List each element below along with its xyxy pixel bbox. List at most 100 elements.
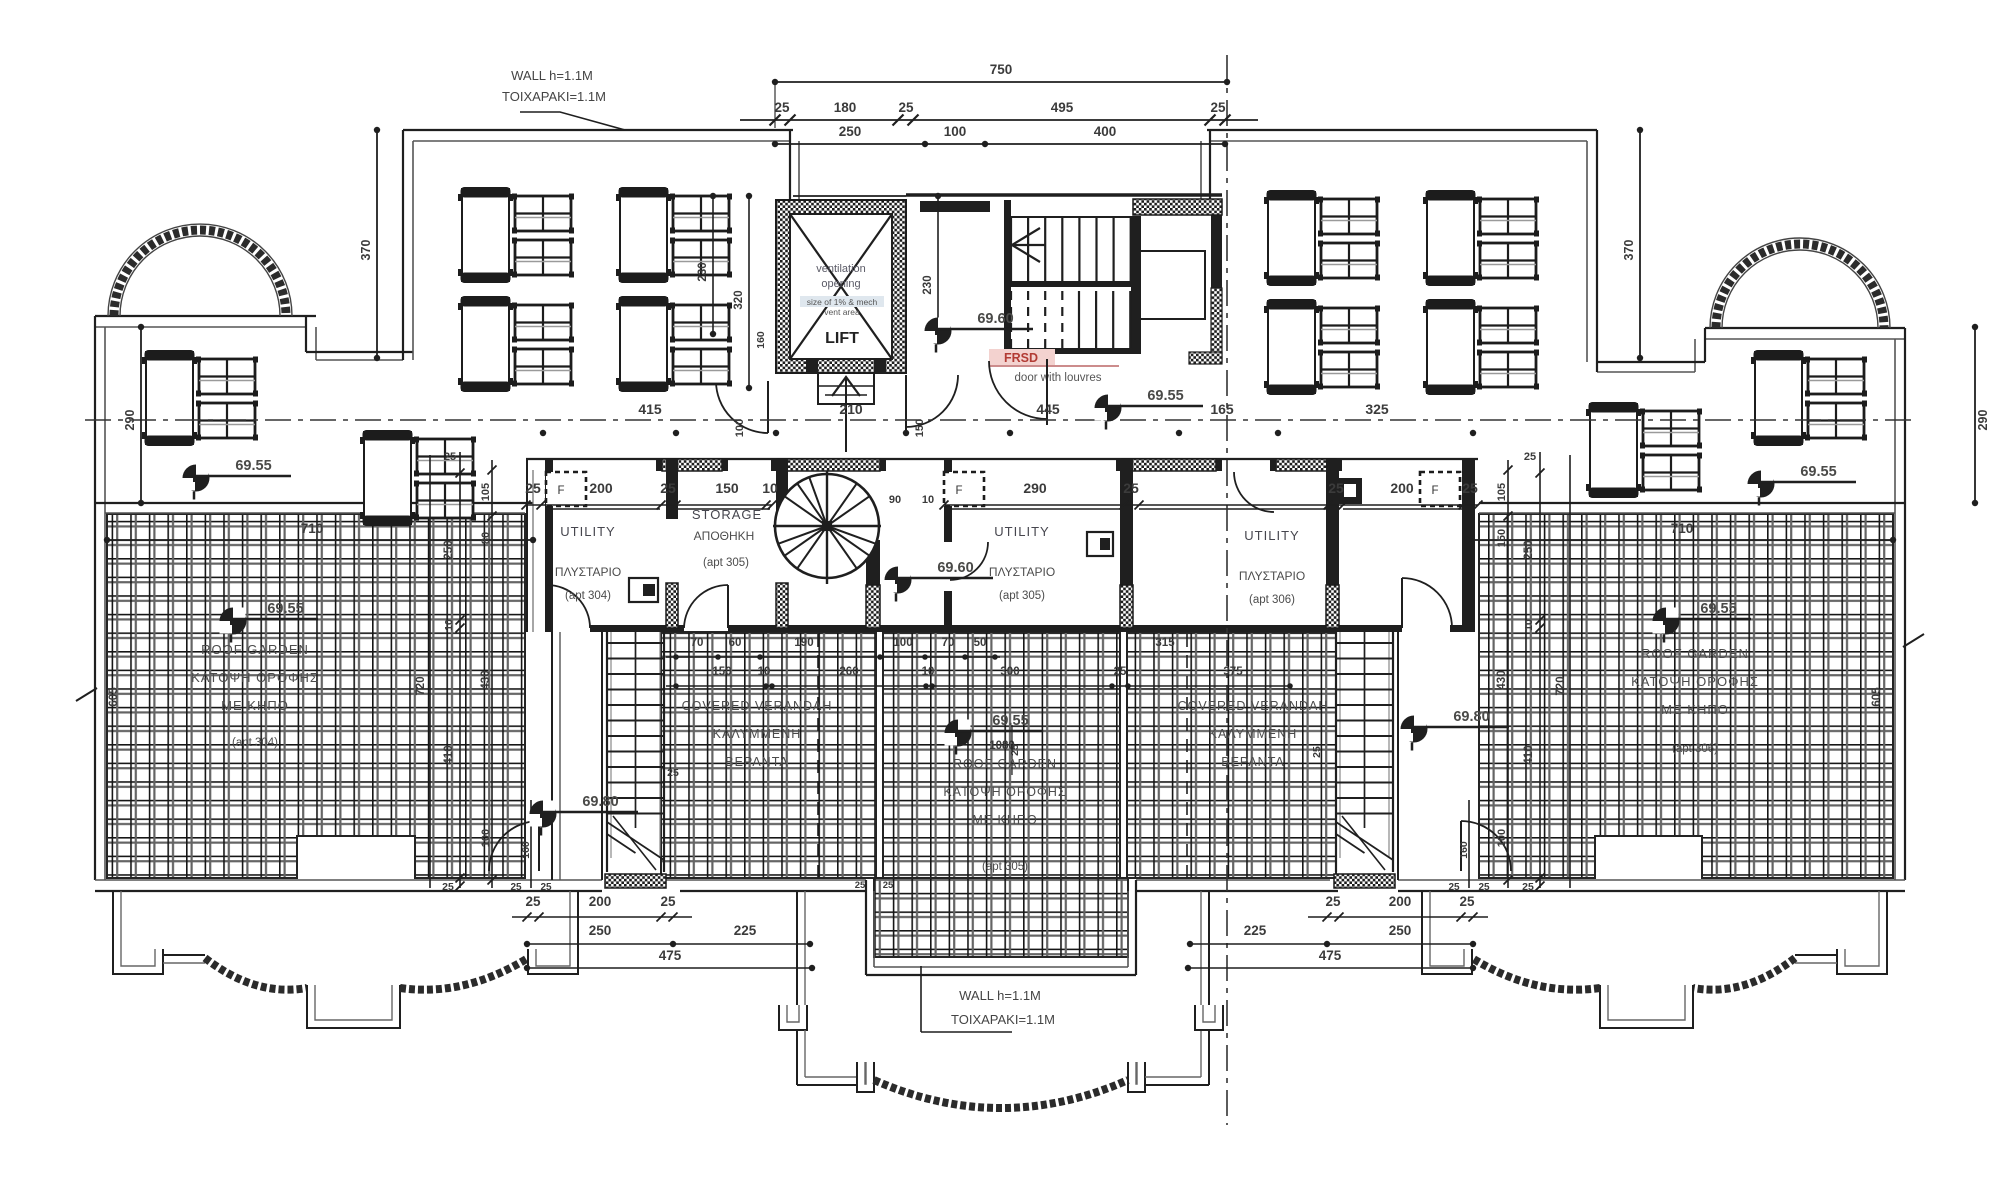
svg-text:LIFT: LIFT [825, 330, 859, 347]
svg-text:TOIXAPAKI=1.1M: TOIXAPAKI=1.1M [502, 89, 606, 104]
svg-text:260: 260 [839, 666, 858, 678]
svg-text:180: 180 [834, 100, 857, 115]
svg-text:FRSD: FRSD [1004, 351, 1038, 365]
svg-text:710: 710 [1671, 521, 1694, 536]
svg-text:ROOF GARDEN: ROOF GARDEN [953, 757, 1057, 771]
svg-text:UTILITY: UTILITY [560, 524, 615, 539]
svg-text:69.55: 69.55 [992, 713, 1028, 729]
svg-text:150: 150 [712, 666, 731, 678]
svg-text:495: 495 [1051, 100, 1074, 115]
svg-text:69.55: 69.55 [1800, 464, 1836, 480]
svg-text:200: 200 [589, 894, 612, 909]
svg-text:69.55: 69.55 [267, 601, 303, 617]
svg-text:ΑΠΟΘΗΚΗ: ΑΠΟΘΗΚΗ [694, 529, 755, 543]
svg-text:10: 10 [922, 666, 935, 678]
svg-text:10: 10 [762, 480, 778, 496]
svg-text:UTILITY: UTILITY [1244, 528, 1299, 543]
svg-text:ΒΕΡΑΝΤΑ: ΒΕΡΑΝΤΑ [725, 755, 789, 769]
svg-text:ΠΛΥΣΤΑΡΙΟ: ΠΛΥΣΤΑΡΙΟ [989, 565, 1055, 579]
svg-text:250: 250 [443, 540, 455, 559]
svg-text:1080: 1080 [989, 740, 1015, 752]
svg-text:60: 60 [729, 637, 742, 649]
svg-text:90: 90 [889, 494, 901, 506]
svg-text:ROOF GARDEN: ROOF GARDEN [201, 642, 309, 657]
svg-text:(apt 304): (apt 304) [232, 737, 278, 749]
svg-text:25: 25 [1123, 480, 1139, 496]
svg-text:475: 475 [1319, 948, 1342, 963]
svg-text:UTILITY: UTILITY [994, 524, 1049, 539]
svg-text:225: 225 [734, 923, 757, 938]
svg-text:25: 25 [667, 767, 679, 779]
svg-text:25: 25 [525, 480, 541, 496]
svg-text:100: 100 [893, 637, 912, 649]
svg-text:200: 200 [1389, 894, 1412, 909]
svg-text:25: 25 [660, 894, 676, 909]
svg-text:290: 290 [123, 410, 137, 431]
svg-text:160: 160 [1458, 841, 1470, 859]
svg-text:430: 430 [1496, 670, 1508, 689]
svg-text:605: 605 [1871, 687, 1883, 707]
svg-text:door with louvres: door with louvres [1015, 372, 1102, 384]
svg-text:200: 200 [589, 480, 613, 496]
svg-text:vent area: vent area [824, 307, 860, 317]
svg-text:25: 25 [1114, 666, 1127, 678]
svg-text:COVERED VERANDAH: COVERED VERANDAH [682, 699, 833, 713]
svg-text:25: 25 [883, 880, 894, 891]
svg-text:(apt 305): (apt 305) [982, 861, 1028, 873]
svg-text:415: 415 [638, 401, 662, 417]
svg-text:ROOF GARDEN: ROOF GARDEN [1641, 646, 1749, 661]
svg-text:430: 430 [480, 670, 492, 689]
svg-text:150: 150 [715, 480, 739, 496]
svg-text:250: 250 [1523, 540, 1535, 559]
svg-text:ΜΕ ΚΗΠΟ: ΜΕ ΚΗΠΟ [221, 698, 289, 713]
svg-text:ΠΛΥΣΤΑΡΙΟ: ΠΛΥΣΤΑΡΙΟ [1239, 569, 1305, 583]
svg-text:25: 25 [898, 100, 914, 115]
svg-text:410: 410 [443, 745, 455, 764]
svg-text:410: 410 [1523, 745, 1535, 764]
svg-text:(apt 305): (apt 305) [999, 590, 1045, 602]
svg-text:80: 80 [480, 532, 492, 544]
svg-text:69.60: 69.60 [937, 560, 973, 576]
svg-text:10: 10 [922, 494, 934, 506]
svg-text:100: 100 [1496, 829, 1508, 847]
svg-text:100: 100 [734, 419, 746, 437]
svg-text:160: 160 [520, 841, 532, 859]
svg-text:720: 720 [415, 676, 427, 695]
svg-text:ΚΑΤΟΨΗ ΟΡΟΦΗΣ: ΚΑΤΟΨΗ ΟΡΟΦΗΣ [191, 670, 319, 685]
svg-text:ΚΑΛΥΜΜΕΝΗ: ΚΑΛΥΜΜΕΝΗ [1209, 727, 1298, 741]
svg-text:150: 150 [914, 419, 926, 437]
svg-text:605: 605 [108, 687, 120, 707]
svg-text:25: 25 [540, 882, 552, 893]
svg-text:10: 10 [758, 666, 771, 678]
svg-text:ΒΕΡΑΝΤΑ: ΒΕΡΑΝΤΑ [1221, 755, 1285, 769]
svg-text:200: 200 [1390, 480, 1414, 496]
svg-text:25: 25 [442, 881, 454, 893]
svg-text:25: 25 [1328, 480, 1344, 496]
svg-text:370: 370 [359, 240, 373, 261]
svg-text:25: 25 [1462, 480, 1478, 496]
svg-text:10: 10 [443, 619, 455, 631]
svg-text:ΚΑΤΟΨΗ ΟΡΟΦΗΣ: ΚΑΤΟΨΗ ΟΡΟΦΗΣ [943, 785, 1066, 799]
svg-text:50: 50 [974, 637, 987, 649]
svg-text:69.80: 69.80 [1453, 709, 1489, 725]
svg-text:105: 105 [480, 483, 492, 501]
svg-text:105: 105 [1496, 483, 1508, 501]
svg-text:25: 25 [1478, 882, 1490, 893]
svg-text:ΠΛΥΣΤΑΡΙΟ: ΠΛΥΣΤΑΡΙΟ [555, 565, 621, 579]
svg-text:69.55: 69.55 [235, 458, 271, 474]
svg-text:225: 225 [1244, 923, 1267, 938]
svg-text:(apt 304): (apt 304) [565, 590, 611, 602]
svg-text:69.60: 69.60 [977, 311, 1013, 327]
svg-text:69.55: 69.55 [1147, 388, 1183, 404]
svg-text:300: 300 [1000, 666, 1019, 678]
svg-text:25: 25 [1311, 746, 1323, 758]
svg-text:25: 25 [1459, 894, 1475, 909]
svg-text:400: 400 [1094, 124, 1117, 139]
svg-text:ΚΑΤΟΨΗ ΟΡΟΦΗΣ: ΚΑΤΟΨΗ ΟΡΟΦΗΣ [1631, 674, 1759, 689]
svg-text:70: 70 [942, 637, 955, 649]
svg-text:710: 710 [301, 521, 324, 536]
svg-text:ΜΕ ΚΗΠΟ: ΜΕ ΚΗΠΟ [972, 813, 1037, 827]
svg-text:25: 25 [1325, 894, 1341, 909]
svg-text:320: 320 [733, 290, 745, 309]
svg-text:25: 25 [774, 100, 790, 115]
